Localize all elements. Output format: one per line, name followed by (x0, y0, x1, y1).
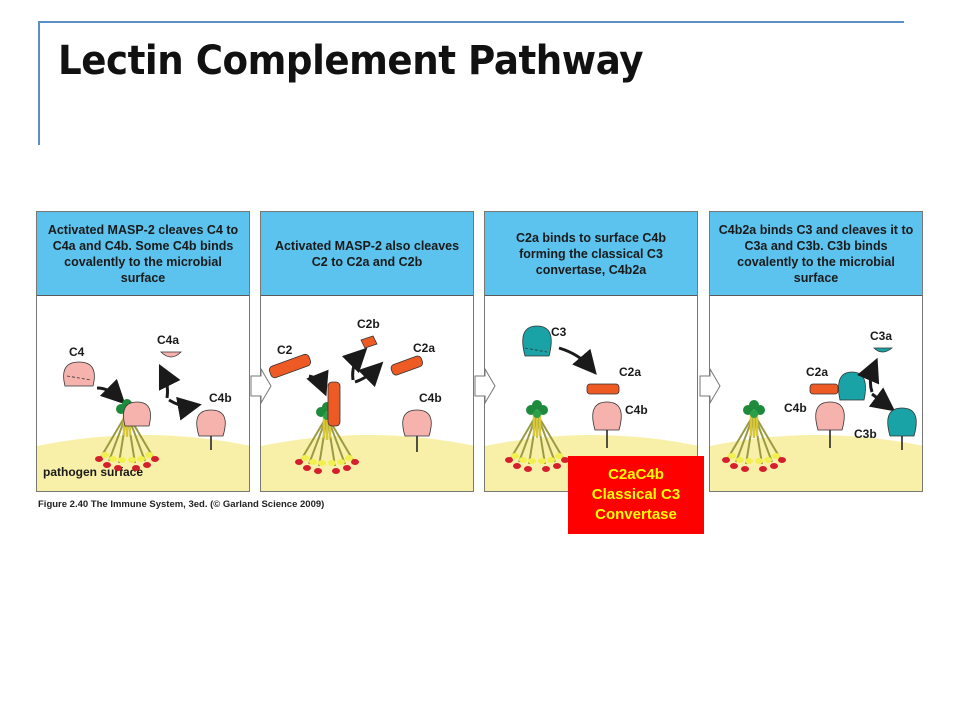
c4b-on-surface (815, 401, 845, 431)
callout-line-1: C2aC4b (608, 466, 664, 483)
c2-molecule (268, 353, 312, 379)
c2-bound-at-masp (327, 381, 341, 427)
arrow-to-c2b (341, 347, 368, 381)
c4b-on-surface (402, 409, 432, 437)
slide-frame-top-line (38, 21, 904, 23)
panel-2-illustration: C2 C2b C2a C4b (261, 317, 473, 491)
arrow-to-c3b (868, 387, 896, 412)
figure-caption: Figure 2.40 The Immune System, 3ed. (© G… (38, 499, 325, 510)
panel-step-3: C2a binds to surface C4b forming the cla… (484, 211, 698, 492)
c2-label: C2 (277, 343, 293, 357)
c4a-fragment (160, 351, 182, 358)
c4b-label: C4b (209, 391, 232, 405)
c3-bound-to-convertase (838, 371, 866, 401)
c3-molecule (522, 325, 552, 357)
c4-bound-at-masp (123, 401, 151, 427)
arrow-to-convertase (558, 346, 597, 375)
panel-step-2: Activated MASP-2 also cleaves C2 to C2a … (260, 211, 474, 492)
arrow-to-c3a (857, 357, 880, 393)
step-connector-arrow-1 (250, 368, 272, 404)
c3b-on-surface (887, 407, 917, 437)
c3a-label: C3a (870, 329, 892, 343)
c2b-label: C2b (357, 317, 380, 331)
step-connector-arrow-2 (474, 368, 496, 404)
c2a-bound (586, 383, 620, 395)
c4-cleavage-site (66, 375, 92, 381)
step-connector-arrow-3 (699, 368, 721, 404)
panel-4-heading-box: C4b2a binds C3 and cleaves it to C3a and… (710, 212, 922, 296)
panel-2-heading-box: Activated MASP-2 also cleaves C2 to C2a … (261, 212, 473, 296)
c4a-label: C4a (157, 333, 179, 347)
pathogen-surface (261, 435, 473, 491)
panel-1-illustration: pathogen surface C4 C4a C4b (37, 333, 249, 491)
panel-1-heading: Activated MASP-2 cleaves C4 to C4a and C… (47, 222, 239, 285)
convertase-callout: C2aC4b Classical C3 Convertase (568, 456, 704, 534)
slide-frame-left-line (38, 21, 40, 145)
c3-label: C3 (551, 325, 567, 339)
c4-molecule (63, 361, 95, 387)
c4b-label: C4b (625, 403, 648, 417)
slide-title: Lectin Complement Pathway (58, 38, 643, 84)
c2a-bound (809, 383, 839, 395)
panel-2-heading: Activated MASP-2 also cleaves C2 to C2a … (274, 238, 460, 269)
callout-line-3: Convertase (595, 506, 677, 523)
c4b-label: C4b (419, 391, 442, 405)
panel-3-heading: C2a binds to surface C4b forming the cla… (515, 230, 667, 277)
arrow-to-c4b (168, 396, 202, 421)
c3a-fragment (873, 347, 894, 353)
callout-line-2: Classical C3 (591, 486, 681, 503)
surface-label: pathogen surface (43, 465, 143, 479)
pathogen-surface (710, 435, 922, 491)
c4-label: C4 (69, 345, 85, 359)
arrow-to-masp (306, 369, 329, 397)
pathogen-surface (37, 435, 249, 491)
panel-4-illustration: C2a C4b C3a C3b (710, 329, 922, 491)
arrow-to-c2a (354, 361, 384, 388)
arrow-to-c4a (158, 363, 181, 399)
panel-step-1: Activated MASP-2 cleaves C4 to C4a and C… (36, 211, 250, 492)
panel-step-4: C4b2a binds C3 and cleaves it to C3a and… (709, 211, 923, 492)
c2a-label: C2a (619, 365, 641, 379)
c2b-fragment (360, 335, 378, 349)
c4b-on-surface (592, 401, 622, 431)
c4b-on-surface (196, 409, 226, 437)
panel-4-heading: C4b2a binds C3 and cleaves it to C3a and… (718, 222, 914, 285)
arrow-to-masp (96, 378, 126, 405)
c3b-label: C3b (854, 427, 877, 441)
c4b-label: C4b (784, 401, 807, 415)
panel-3-heading-box: C2a binds to surface C4b forming the cla… (485, 212, 697, 296)
c2a-label: C2a (806, 365, 828, 379)
c2a-label: C2a (413, 341, 435, 355)
c3-cleavage-site (524, 347, 548, 353)
panel-1-heading-box: Activated MASP-2 cleaves C4 to C4a and C… (37, 212, 249, 296)
c2a-fragment (390, 355, 424, 376)
